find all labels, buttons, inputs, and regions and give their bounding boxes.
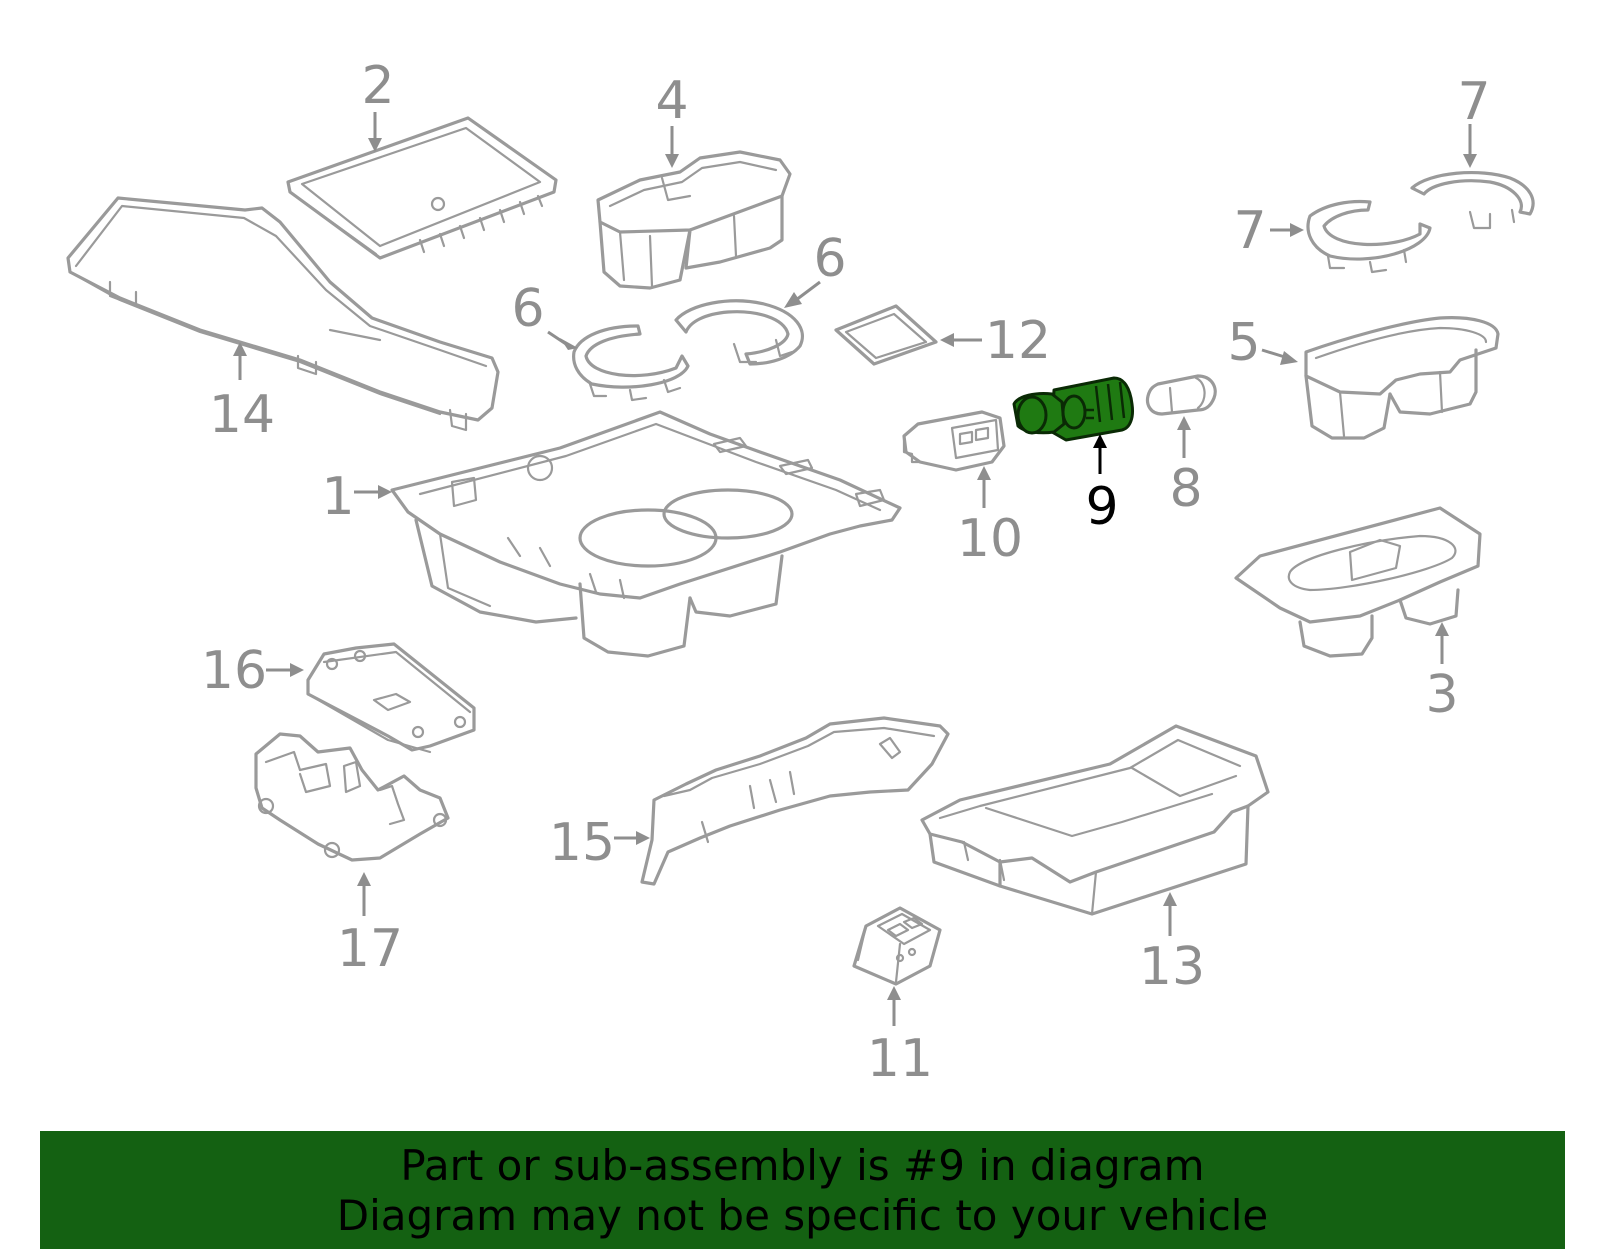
part-13-storage-bin[interactable] [920, 724, 1270, 916]
callout-labels: 2 4 7 7 6 6 12 5 14 9 8 10 1 3 16 15 17 … [201, 56, 1491, 1089]
callout-15[interactable]: 15 [549, 813, 615, 873]
leader-arrows [233, 112, 1477, 1026]
part-11-switch[interactable] [852, 906, 942, 986]
part-8-bulb[interactable] [1145, 374, 1217, 416]
banner-line-disclaimer: Diagram may not be specific to your vehi… [336, 1191, 1269, 1240]
part-4-cupholder-insert[interactable] [596, 150, 792, 290]
part-12-pad[interactable] [834, 304, 938, 366]
part-3-rear-cupholder-tray[interactable] [1234, 506, 1482, 658]
callout-9[interactable]: 9 [1085, 477, 1118, 537]
banner-line-part: Part or sub-assembly is #9 in diagram [400, 1141, 1205, 1190]
callout-17[interactable]: 17 [337, 919, 403, 979]
part-17-bracket[interactable] [254, 732, 450, 862]
part-7-trim-ring-right[interactable] [1410, 170, 1535, 230]
callout-7[interactable]: 7 [1233, 201, 1266, 261]
callout-4[interactable]: 4 [655, 71, 688, 131]
callout-8[interactable]: 8 [1169, 459, 1202, 519]
callout-3[interactable]: 3 [1425, 665, 1458, 725]
part-2-tray[interactable] [286, 116, 558, 260]
callout-16[interactable]: 16 [201, 641, 267, 701]
callout-7[interactable]: 7 [1457, 72, 1490, 132]
callout-6[interactable]: 6 [813, 229, 846, 289]
info-banner: Part or sub-assembly is #9 in diagram Di… [40, 1131, 1565, 1249]
part-14-console-trim[interactable] [66, 196, 500, 432]
callout-12[interactable]: 12 [985, 311, 1051, 371]
callout-13[interactable]: 13 [1139, 937, 1205, 997]
part-15-side-panel[interactable] [640, 716, 950, 886]
part-6-trim-ring-right[interactable] [674, 299, 804, 366]
part-7-trim-ring-left[interactable] [1306, 199, 1432, 274]
callout-10[interactable]: 10 [957, 509, 1023, 569]
callout-11[interactable]: 11 [867, 1029, 933, 1089]
callout-5[interactable]: 5 [1227, 313, 1260, 373]
callout-6[interactable]: 6 [511, 279, 544, 339]
part-5-rear-cupholder[interactable] [1304, 316, 1500, 440]
callout-2[interactable]: 2 [361, 56, 394, 116]
part-1-console-body[interactable] [390, 410, 902, 658]
part-16-control-module[interactable] [306, 642, 476, 754]
callout-1[interactable]: 1 [321, 467, 354, 527]
part-9-power-outlet[interactable] [1012, 376, 1134, 442]
part-6-trim-ring-left[interactable] [572, 324, 690, 402]
callout-14[interactable]: 14 [209, 385, 275, 445]
part-10-usb-module[interactable] [902, 410, 1006, 472]
